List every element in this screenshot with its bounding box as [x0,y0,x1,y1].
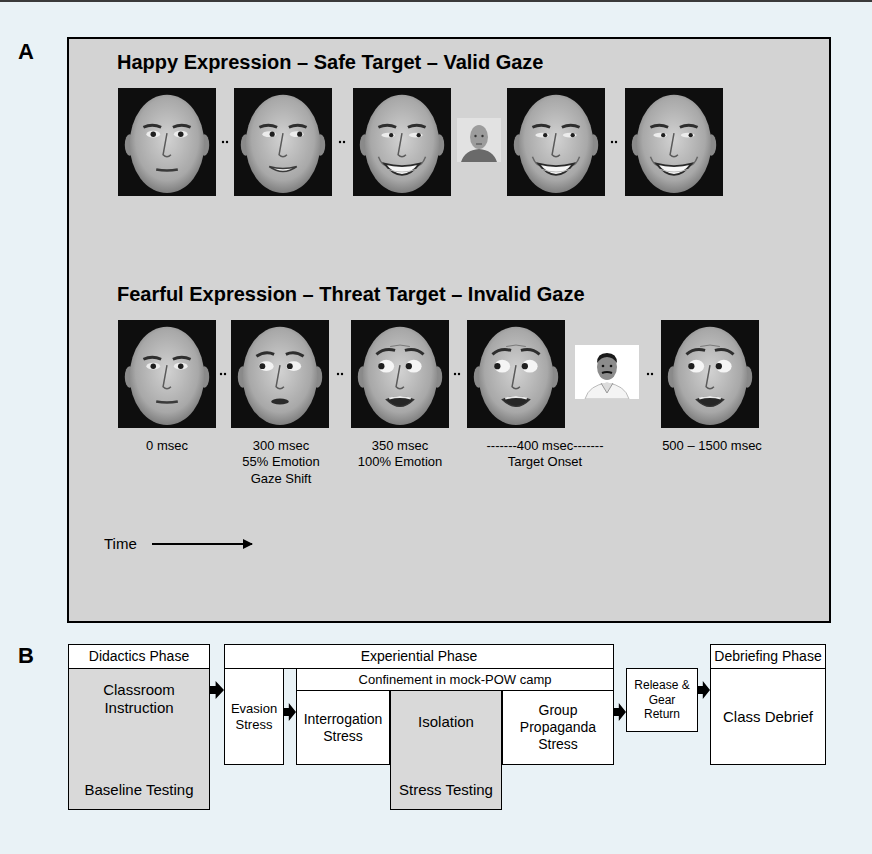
time-label: -------400 msec------- Target Onset [470,438,620,471]
face-photo [507,88,605,196]
top-rule [0,0,872,2]
condition-heading: Fearful Expression – Threat Target – Inv… [117,282,717,307]
stage-header: Confinement in mock-POW camp [296,668,614,691]
box-text: Classroom Instruction [73,681,205,717]
box-text: Debriefing Phase [714,648,821,665]
flow-arrow [698,681,710,699]
box-text: Isolation [418,713,474,731]
time-label: 0 msec [122,438,212,454]
time-label: 500 – 1500 msec [647,438,777,454]
time-arrow [152,543,252,545]
face-photo [351,320,449,428]
process-box: Class Debrief [710,668,826,765]
box-text: Experiential Phase [361,648,478,665]
target-photo [457,118,501,162]
stress-box: Group Propaganda Stress [502,690,614,765]
condition-heading: Happy Expression – Safe Target – Valid G… [117,50,677,75]
stress-box: Interrogation Stress [296,690,390,765]
axis-label: Time [104,535,148,554]
face-photo [234,88,332,196]
testing-box: Classroom InstructionBaseline Testing [68,668,210,810]
face-photo [625,88,723,196]
face-photo [467,320,565,428]
testing-box: IsolationStress Testing [390,690,502,810]
process-box: Release & Gear Return [626,668,698,732]
flow-arrow [284,703,296,721]
flow-arrow [614,703,626,721]
phase-header: Experiential Phase [224,644,614,669]
flow-arrow [210,681,224,699]
box-text: Confinement in mock-POW camp [359,672,552,688]
face-photo [118,320,216,428]
box-text: Didactics Phase [89,648,189,665]
box-text: Stress Testing [399,781,493,799]
panel-letter: B [18,642,48,670]
face-photo [118,88,216,196]
frame-dots [220,141,653,375]
stress-box: Evasion Stress [224,668,284,765]
face-photo [661,320,759,428]
box-text: Group Propaganda Stress [506,702,610,752]
target-photo [575,345,639,399]
box-text: Evasion Stress [227,701,281,732]
box-text: Release & Gear Return [629,678,695,721]
face-photo [353,88,451,196]
phase-header: Didactics Phase [68,644,210,669]
box-text: Baseline Testing [85,781,194,799]
time-label: 300 msec 55% Emotion Gaze Shift [239,438,323,487]
face-photo [231,320,329,428]
box-text: Class Debrief [723,708,813,726]
panel-frame [68,38,830,622]
box-text: Interrogation Stress [300,711,386,745]
phase-header: Debriefing Phase [710,644,826,669]
time-label: 350 msec 100% Emotion [355,438,446,471]
panel-letter: A [18,38,48,66]
